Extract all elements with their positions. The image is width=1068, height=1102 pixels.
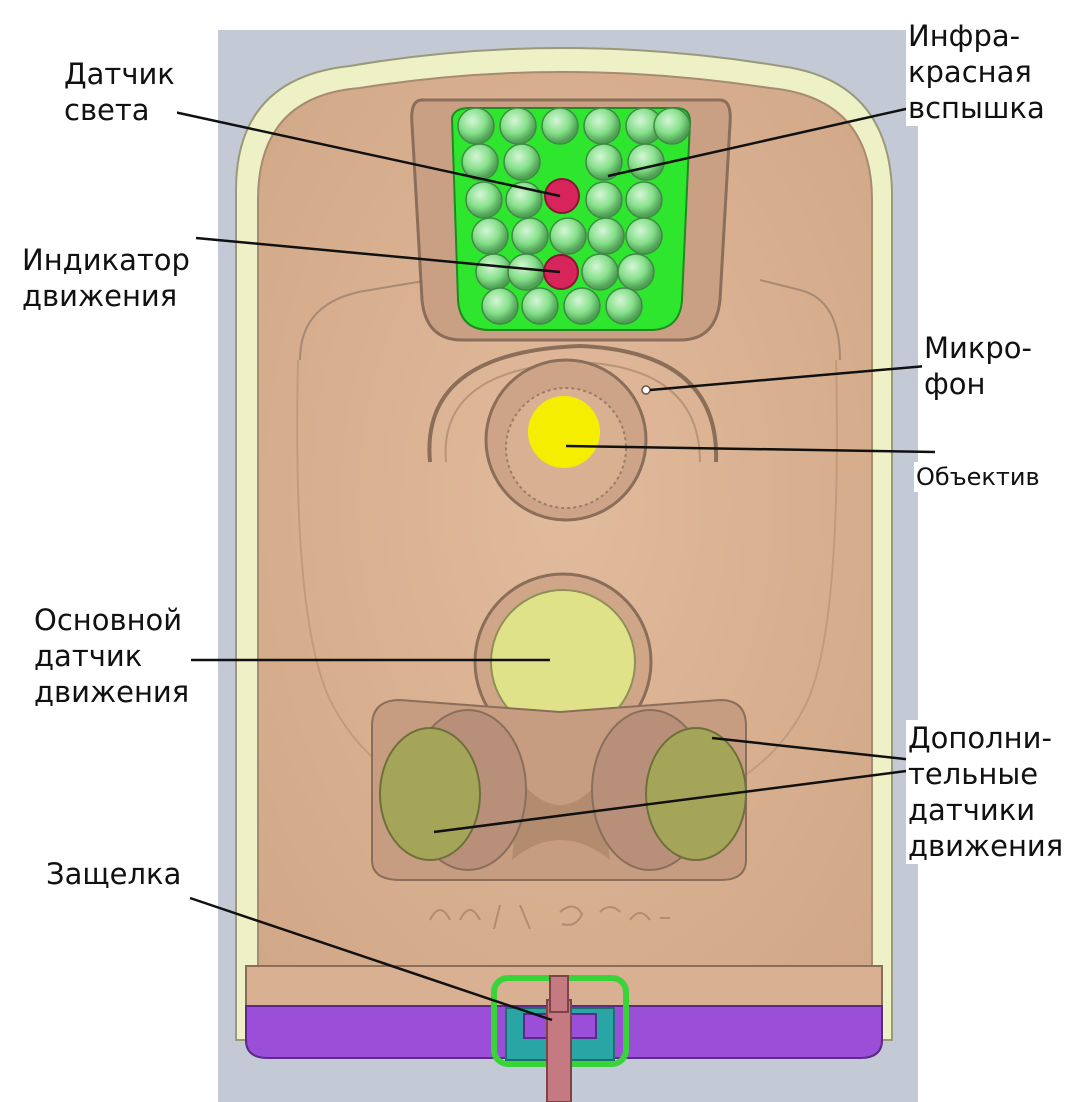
ir-led xyxy=(504,144,540,180)
label-ir-flash: Инфра- красная вспышка xyxy=(906,18,1047,126)
ir-led xyxy=(482,288,518,324)
ir-led xyxy=(588,218,624,254)
ir-led xyxy=(512,218,548,254)
light-sensor-dot xyxy=(545,179,579,213)
label-lens: Объектив xyxy=(914,462,1042,492)
ir-led xyxy=(550,218,586,254)
ir-led xyxy=(472,218,508,254)
ir-led xyxy=(508,254,544,290)
lens xyxy=(528,396,600,468)
ir-led xyxy=(618,254,654,290)
latch-stem-top xyxy=(550,976,568,1012)
label-latch: Защелка xyxy=(44,856,183,892)
ir-led xyxy=(564,288,600,324)
ir-led xyxy=(626,182,662,218)
latch-stem xyxy=(547,1000,571,1102)
ir-led xyxy=(466,182,502,218)
ir-led xyxy=(500,108,536,144)
label-motion-indicator: Индикатор движения xyxy=(20,242,192,314)
ir-led xyxy=(458,108,494,144)
ir-led xyxy=(586,182,622,218)
ir-led xyxy=(626,218,662,254)
ir-led xyxy=(606,288,642,324)
microphone-hole xyxy=(642,386,650,394)
ir-led xyxy=(542,108,578,144)
ir-led xyxy=(584,108,620,144)
ir-led xyxy=(628,144,664,180)
ir-led xyxy=(654,108,690,144)
left-extra-motion-sensor xyxy=(380,728,480,860)
label-microphone: Микро- фон xyxy=(922,330,1034,402)
label-main-motion-sensor: Основной датчик движения xyxy=(32,602,191,710)
ir-led xyxy=(522,288,558,324)
label-light-sensor: Датчик света xyxy=(62,56,177,128)
ir-led xyxy=(476,254,512,290)
label-extra-motion-sensors: Дополни- тельные датчики движения xyxy=(906,720,1065,864)
ir-led xyxy=(582,254,618,290)
